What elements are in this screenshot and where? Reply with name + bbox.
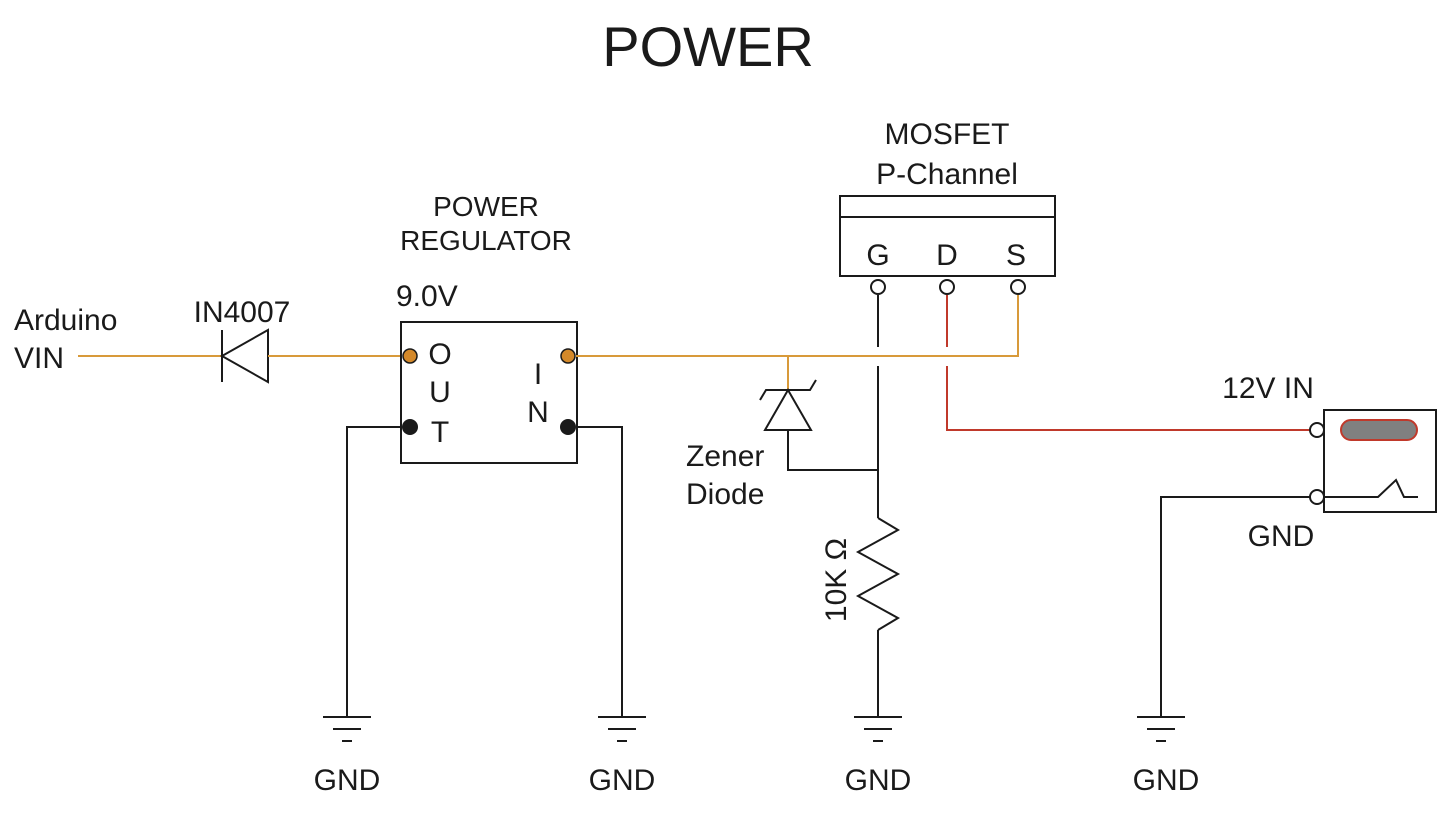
regulator-label-line2: REGULATOR: [400, 225, 572, 256]
wire-regulator-out-gnd: [346, 426, 402, 717]
regulator-out-pin: [402, 348, 418, 364]
zener-label-line2: Diode: [686, 478, 764, 511]
dc-jack-spring: [1324, 478, 1418, 498]
ground-symbol-4: [1137, 716, 1185, 742]
regulator-out-letter-u: U: [429, 376, 451, 409]
wire-jack-gnd: [1160, 496, 1310, 717]
mosfet-drain-label: D: [936, 239, 958, 272]
regulator-in-letter-i: I: [534, 358, 542, 391]
regulator-in-gnd-pin: [560, 419, 576, 435]
wire-regulator-in-to-mosfet-source: [576, 295, 1019, 357]
power-regulator: [400, 321, 578, 464]
ground-symbol-2: [598, 716, 646, 742]
regulator-out-gnd-pin: [402, 419, 418, 435]
mosfet-source-label: S: [1006, 239, 1026, 272]
ground-symbol-3: [854, 716, 902, 742]
wire-zener-to-gate: [787, 430, 878, 471]
dc-jack-pin-ground: [1309, 489, 1325, 505]
gnd-label-3: GND: [845, 764, 912, 797]
dc-gnd-label: GND: [1248, 520, 1315, 553]
regulator-out-letter-t: T: [431, 416, 449, 449]
mosfet-label-line2: P-Channel: [876, 158, 1018, 191]
mosfet-p-channel: [839, 195, 1056, 277]
regulator-voltage-label: 9.0V: [396, 280, 458, 313]
arduino-vin-label-line1: Arduino: [14, 304, 117, 337]
arduino-vin-label-line2: VIN: [14, 342, 64, 375]
regulator-in-pin: [560, 348, 576, 364]
ground-symbol-1: [323, 716, 371, 742]
mosfet-label-line1: MOSFET: [885, 118, 1010, 151]
regulator-in-letter-n: N: [527, 396, 549, 429]
dc-jack-pin-positive: [1309, 422, 1325, 438]
gnd-label-4: GND: [1133, 764, 1200, 797]
wire-drain-to-jack: [946, 366, 1310, 431]
dc-in-label: 12V IN: [1222, 372, 1314, 405]
mosfet-gate-pin: [870, 279, 886, 295]
zener-label-line1: Zener: [686, 440, 764, 473]
gnd-label-1: GND: [314, 764, 381, 797]
wire-regulator-in-gnd: [576, 426, 623, 717]
diode-in4007: [219, 328, 269, 384]
mosfet-gate-label: G: [866, 239, 889, 272]
dc-jack-plug: [1340, 419, 1418, 441]
regulator-label-line1: POWER: [433, 191, 539, 222]
diode-label: IN4007: [194, 296, 291, 329]
diagram-title: POWER: [602, 15, 814, 78]
mosfet-drain-pin: [939, 279, 955, 295]
mosfet-source-pin: [1010, 279, 1026, 295]
resistor-label: 10K Ω: [820, 538, 853, 622]
gnd-label-2: GND: [589, 764, 656, 797]
resistor-10k: [855, 517, 901, 631]
regulator-out-letter-o: O: [428, 338, 451, 371]
